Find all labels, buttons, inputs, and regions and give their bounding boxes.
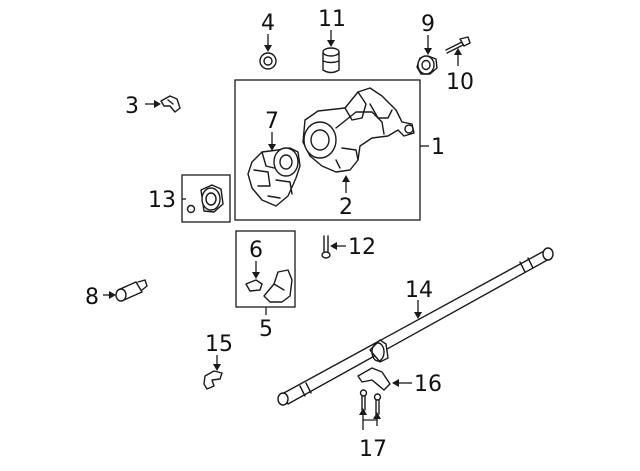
- callout-10: 10: [446, 70, 474, 95]
- callout-8: 8: [85, 285, 99, 310]
- part-14-shaft: [277, 247, 554, 406]
- callout-4: 4: [261, 11, 275, 36]
- part-11-mount: [322, 47, 340, 74]
- part-7-tilt-assembly: [247, 147, 301, 207]
- callout-16: 16: [414, 372, 442, 397]
- part-12-bolt: [321, 235, 331, 259]
- housing-group-box: [234, 79, 421, 221]
- callout-3: 3: [125, 94, 139, 119]
- callout-15: 15: [205, 332, 233, 357]
- part-4-bushing: [259, 52, 277, 70]
- callout-1: 1: [431, 135, 445, 160]
- part-17-bolts: [359, 389, 382, 415]
- callout-7: 7: [265, 109, 279, 134]
- part-15-clip: [203, 370, 223, 390]
- part-10-bolt: [445, 36, 471, 54]
- leader-lines: [103, 30, 462, 430]
- callout-17: 17: [359, 437, 387, 462]
- part-6-clip: [245, 279, 263, 292]
- part-9-bushing: [416, 55, 438, 75]
- callout-2: 2: [339, 195, 353, 220]
- part-5-bracket: [263, 269, 293, 303]
- part-8-sensor: [115, 279, 148, 302]
- part-13-seal: [186, 184, 224, 214]
- callout-12: 12: [348, 235, 376, 260]
- part-16-bracket: [357, 367, 391, 391]
- part-3-fitting: [160, 95, 181, 113]
- callout-14: 14: [405, 278, 433, 303]
- callout-6: 6: [249, 238, 263, 263]
- callout-13: 13: [148, 188, 176, 213]
- part-2-housing: [302, 87, 415, 173]
- callout-11: 11: [318, 7, 346, 32]
- callout-9: 9: [421, 12, 435, 37]
- callout-5: 5: [259, 317, 273, 342]
